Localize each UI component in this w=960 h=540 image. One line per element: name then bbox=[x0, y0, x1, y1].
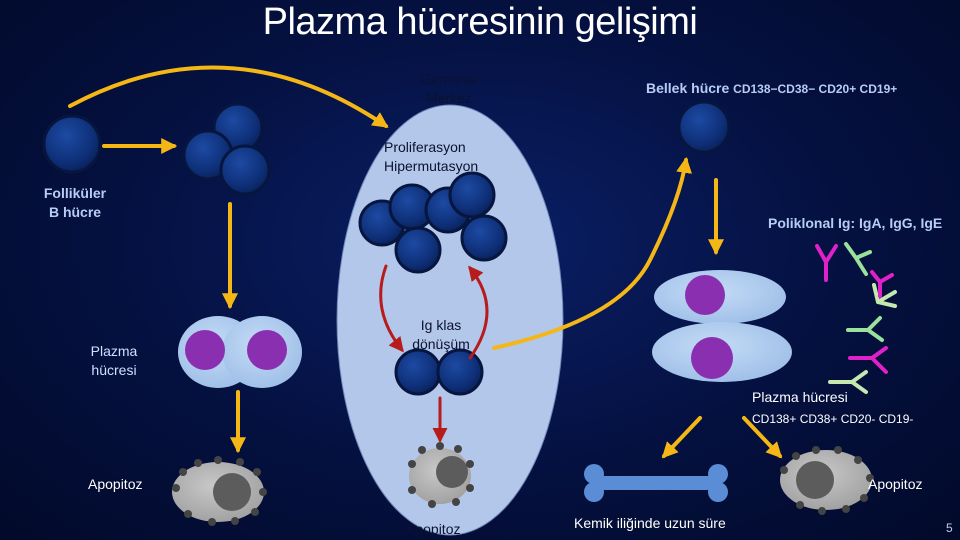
apoptosis-right-label: Apopitoz bbox=[868, 476, 923, 492]
antibody-pink-1 bbox=[815, 244, 838, 282]
arrow-plasma-to-apoptosis-right bbox=[742, 416, 783, 459]
antibody-green-3 bbox=[846, 316, 884, 342]
bellek-hucre-text: Bellek hücre bbox=[646, 80, 730, 96]
page-number: 5 bbox=[946, 521, 953, 535]
ig-class-switch-label: Ig klas dönüşüm bbox=[402, 316, 480, 354]
ig-klas-text: Ig klas bbox=[420, 317, 462, 333]
b-cell-cluster-top bbox=[182, 102, 271, 196]
arrow-plasma-to-bone bbox=[661, 416, 702, 459]
class-switched-cells bbox=[394, 348, 484, 396]
apoptosis-left-label: Apopitoz bbox=[88, 476, 143, 492]
germinal-center-label: Germinal Merkez bbox=[404, 70, 494, 108]
plazma-text: Plazma bbox=[90, 343, 138, 359]
plasma-cell-right-label: Plazma hücresi bbox=[752, 389, 848, 405]
yellow-arrows bbox=[68, 65, 783, 459]
memory-cell bbox=[677, 100, 731, 154]
donusum-text: dönüşüm bbox=[412, 336, 470, 352]
hipermutasyon-text: Hipermutasyon bbox=[384, 158, 479, 174]
proliferating-cell-cluster bbox=[358, 171, 508, 274]
plasma-markers-label: CD138+ CD38+ CD20- CD19- bbox=[752, 412, 914, 426]
proliferation-label: Proliferasyon Hipermutasyon bbox=[384, 138, 478, 176]
germinal-line-2: Merkez bbox=[426, 90, 472, 106]
red-arrows bbox=[379, 264, 489, 443]
antibody-green-4 bbox=[828, 370, 868, 394]
plasma-cells-left bbox=[178, 316, 302, 388]
memory-cell-label: Bellek hücre CD138−CD38− CD20+ CD19+ bbox=[646, 79, 897, 99]
arrow-class-switch-up bbox=[468, 265, 489, 360]
antibody-green-1 bbox=[844, 242, 872, 276]
plasma-cell-left-label: Plazma hücresi bbox=[76, 342, 152, 380]
antibody-green-2 bbox=[872, 283, 897, 308]
arrow-class-switch-down bbox=[379, 264, 404, 353]
polyclonal-ig-label: Poliklonal Ig: IgA, IgG, IgE bbox=[768, 215, 943, 231]
apoptotic-cell-left bbox=[172, 456, 267, 526]
antibodies bbox=[815, 242, 897, 394]
antibody-pink-2 bbox=[870, 270, 894, 298]
plasma-cells-right bbox=[652, 270, 792, 382]
follikuler-text: Folliküler bbox=[43, 185, 107, 201]
apoptotic-cell-center bbox=[408, 442, 474, 508]
proliferasyon-text: Proliferasyon bbox=[384, 139, 466, 155]
germinal-line-1: Germinal bbox=[420, 71, 478, 87]
arrow-germinal-to-memory bbox=[492, 156, 693, 350]
b-hucre-text: B hücre bbox=[48, 204, 102, 220]
bone-marrow-label: Kemik iliğinde uzun süre bbox=[574, 515, 726, 531]
arrow-follicular-to-germinal bbox=[68, 65, 389, 128]
memory-markers-text: CD138−CD38− CD20+ CD19+ bbox=[733, 82, 898, 96]
bone-icon bbox=[584, 464, 728, 502]
hucresi-text: hücresi bbox=[91, 362, 137, 378]
follicular-b-cell-label: Folliküler B hücre bbox=[30, 184, 120, 222]
apoptotic-cell-right bbox=[780, 446, 874, 515]
page-title: Plazma hücresinin gelişimi bbox=[262, 1, 698, 43]
antibody-pink-3 bbox=[848, 346, 888, 374]
apoptosis-center-label: Apopitoz bbox=[406, 521, 461, 537]
follicular-b-cell bbox=[42, 114, 102, 174]
